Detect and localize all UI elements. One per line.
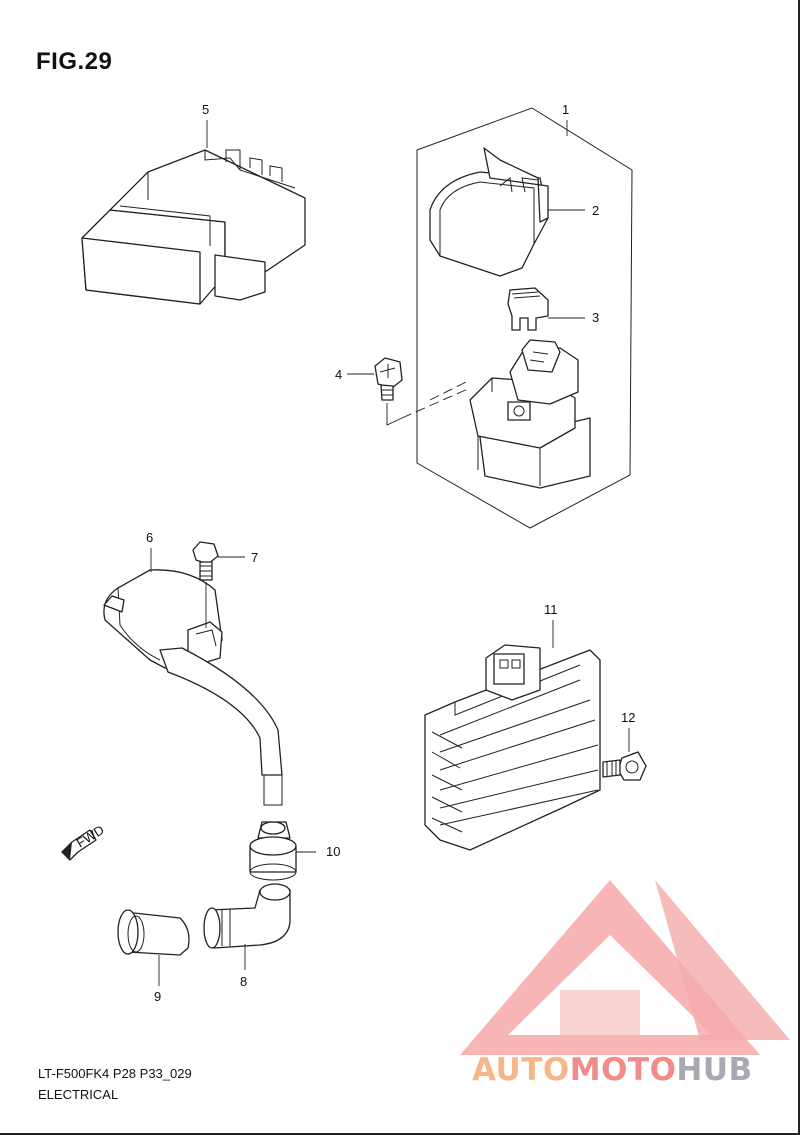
callout-8: 8: [240, 974, 247, 989]
part-7-bolt: [192, 541, 219, 628]
callout-1: 1: [562, 102, 569, 117]
part-10-grommet: [249, 821, 297, 881]
part-9-cap: [117, 909, 190, 956]
part-11-regulator-rectifier: [424, 644, 601, 851]
figure-title: FIG.29: [36, 48, 113, 75]
callout-6: 6: [146, 530, 153, 545]
callout-numbers: 1 2 3 4 5 6 7 8 9 10 11 12: [146, 102, 635, 1004]
part-4-bolt: [374, 357, 471, 426]
callout-4: 4: [335, 367, 342, 382]
part-2-relay-cover: [429, 147, 549, 277]
section-label: ELECTRICAL: [38, 1087, 119, 1102]
part-1-starter-relay: [469, 339, 591, 489]
fwd-direction-arrow: FWD: [61, 822, 107, 861]
callout-12: 12: [621, 710, 635, 725]
brand-hub: HUB: [676, 1052, 753, 1088]
watermark-logo: [460, 880, 790, 1055]
callout-5: 5: [202, 102, 209, 117]
model-code: LT-F500FK4 P28 P33_029: [38, 1066, 192, 1081]
part-8-plug-cap: [203, 883, 291, 949]
callout-2: 2: [592, 203, 599, 218]
fwd-label: FWD: [74, 822, 107, 850]
brand-auto: AUTO: [472, 1052, 570, 1088]
part-3-fuse: [507, 287, 549, 331]
callout-3: 3: [592, 310, 599, 325]
callout-9: 9: [154, 989, 161, 1004]
callout-11: 11: [544, 602, 558, 617]
part-5-cdi-unit: [81, 149, 306, 305]
leader-lines: [150, 120, 630, 986]
assembly-1-boundary: [416, 107, 633, 529]
brand-moto: MOTO: [569, 1052, 677, 1088]
callout-10: 10: [326, 844, 340, 859]
part-6-ignition-coil: [103, 569, 283, 806]
part-12-screw: [602, 751, 647, 781]
watermark-brand: AUTOMOTOHUB: [472, 1052, 753, 1088]
callout-7: 7: [251, 550, 258, 565]
